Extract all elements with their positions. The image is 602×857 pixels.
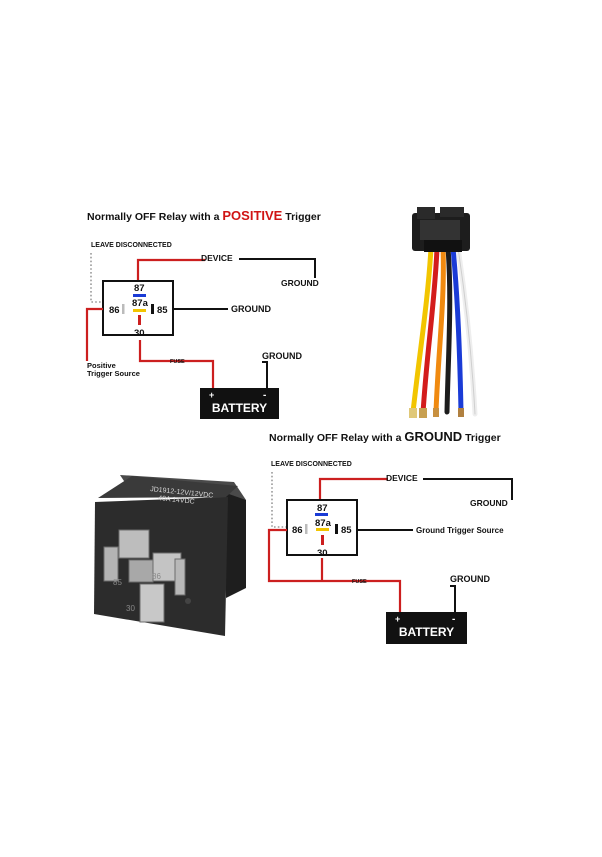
trigger-label-line2: Trigger Source — [87, 369, 140, 378]
device-label: DEVICE — [386, 473, 418, 483]
title-ground: Normally OFF Relay with a GROUND Trigger — [269, 429, 501, 444]
pin-86-marker — [122, 304, 125, 314]
title-positive: Normally OFF Relay with a POSITIVE Trigg… — [87, 208, 321, 223]
pin-30-label: 30 — [134, 328, 145, 339]
trigger-label-line1: Positive — [87, 361, 116, 370]
relay-photo: JD1912-12V/12VDC 40A 14VDC 85 30 86 — [94, 475, 246, 636]
battery — [386, 612, 467, 644]
pin-30-marker — [321, 535, 324, 545]
pin-85-marker — [335, 524, 338, 534]
battery-ground-wire — [262, 361, 268, 388]
red-wire-86-battery — [267, 528, 402, 612]
pin-86-label: 86 — [109, 305, 120, 316]
blue-marker — [315, 513, 328, 516]
leave-disconnected-label: LEAVE DISCONNECTED — [91, 242, 172, 249]
pin-85-marker — [151, 304, 154, 314]
battery-minus: - — [263, 390, 266, 401]
fuse-label: FUSE — [170, 359, 185, 365]
ground-trigger-label: Ground Trigger Source — [416, 526, 504, 535]
fuse-label: FUSE — [352, 579, 367, 585]
pin-85-label: 85 — [157, 305, 168, 316]
dotted-87a-wire — [271, 472, 287, 528]
battery-ground-label: GROUND — [262, 351, 302, 361]
battery-plus: + — [209, 390, 214, 400]
red-wire-86-trigger — [85, 307, 103, 361]
yellow-marker — [316, 528, 329, 531]
device-ground-wire — [239, 258, 316, 278]
battery — [200, 388, 279, 419]
pin-86-marker — [305, 524, 308, 534]
relay-box — [286, 499, 358, 556]
red-wire-30-battery — [138, 340, 215, 388]
red-wire-87-device — [136, 258, 205, 282]
relay-label-line2: 40A 14VDC — [158, 495, 195, 506]
pin-87a-label: 87a — [132, 298, 149, 309]
pin-30-label: 30 — [317, 548, 328, 559]
device-ground-label: GROUND — [470, 498, 508, 508]
dotted-87a-wire — [90, 253, 103, 303]
diagram-ground-trigger: Normally OFF Relay with a GROUND Trigger… — [267, 429, 513, 644]
device-ground-wire — [423, 478, 513, 500]
battery-label: BATTERY — [399, 625, 454, 639]
pin-87-label: 87 — [317, 503, 328, 514]
diagram-positive-trigger: Normally OFF Relay with a POSITIVE Trigg… — [85, 208, 321, 419]
device-ground-label: GROUND — [281, 278, 319, 288]
relay-socket-image — [409, 207, 478, 418]
blue-marker — [133, 294, 146, 297]
pin-86-label: 86 — [292, 525, 303, 536]
battery-ground-label: GROUND — [450, 574, 490, 584]
pin-87-label: 87 — [134, 283, 145, 294]
pin-85-label: 85 — [341, 525, 352, 536]
pin-87a-label: 87a — [315, 518, 332, 529]
relay-pin-86: 86 — [152, 572, 161, 581]
red-wire-87-device — [318, 477, 388, 501]
battery-label: BATTERY — [212, 401, 267, 415]
yellow-marker — [133, 309, 146, 312]
battery-plus: + — [395, 614, 400, 624]
battery-ground-wire — [450, 585, 456, 612]
relay-pin-30: 30 — [126, 604, 135, 613]
relay-pin-85: 85 — [113, 578, 122, 587]
pin-30-marker — [138, 315, 141, 325]
leave-disconnected-label: LEAVE DISCONNECTED — [271, 461, 352, 468]
pin85-ground-label: GROUND — [231, 304, 271, 314]
device-label: DEVICE — [201, 253, 233, 263]
battery-minus: - — [452, 614, 455, 625]
